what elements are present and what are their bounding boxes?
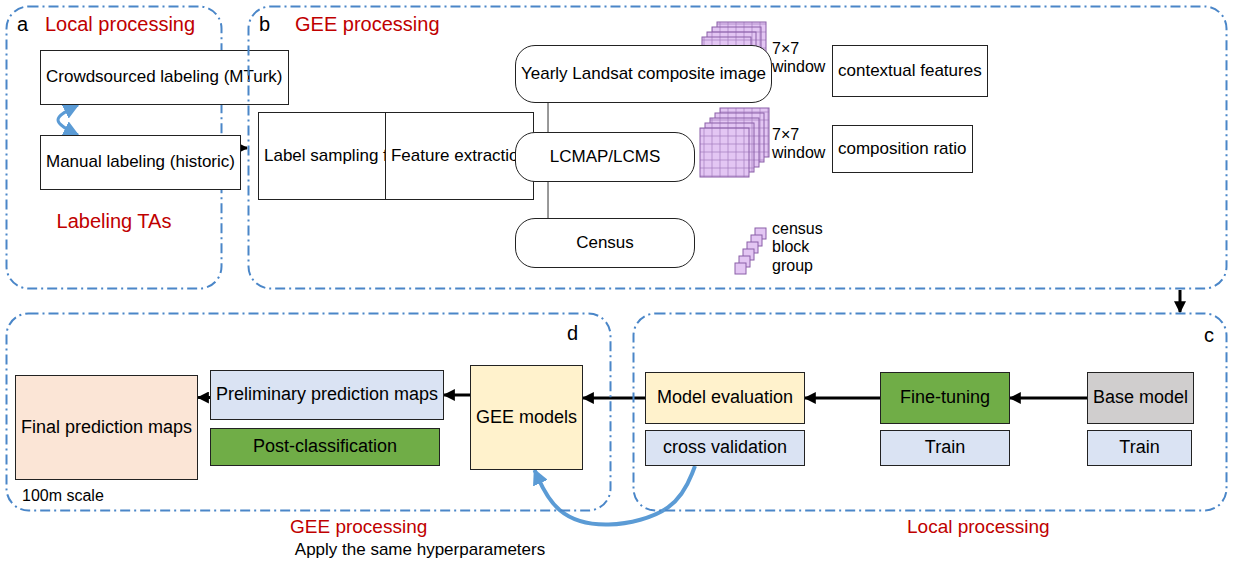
box-label: Post-classification [253,437,397,457]
feature-note: 7×7 window [772,126,830,163]
panel-region: Final prediction maps Preliminary predict… [5,312,612,512]
data-source-box: Census [515,218,695,268]
box-label: Manual labeling (historic) [46,153,235,172]
scale-note: 100m scale [22,487,132,505]
box-label: GEE models [476,408,577,428]
box-label: Train [1119,438,1159,458]
hyperparameter-arrow [535,466,695,525]
process-box: composition ratio [832,125,973,173]
flow-arrow [198,396,210,399]
panel-heading: GEE processing [290,517,427,538]
box-label: Crowdsourced labeling (MTurk) [46,68,283,87]
data-source-box: LCMAP/LCMS [515,132,695,182]
panel-letter: b [259,13,270,35]
box-label: composition ratio [838,140,967,159]
process-box: Fine-tuning [880,372,1010,424]
box-label: Final prediction maps [21,418,192,438]
flow-arrow [1010,397,1087,400]
box-label: Feature extraction [391,147,528,166]
process-box: Base model [1087,372,1194,424]
process-box: cross validation [645,430,805,466]
process-box: Feature extraction [385,112,534,200]
edge-label: Apply the same hyperparameters [265,540,575,560]
box-label: LCMAP/LCMS [550,148,661,167]
process-box: GEE models [470,365,583,470]
box-label: Train [925,438,965,458]
census-block-stack [735,228,766,274]
panel-heading: Local processing [907,517,1050,538]
box-label: Model evaluation [657,388,793,408]
flow-arrow [1179,290,1182,312]
panel-region: Model evaluation cross validation Fine-tun… [632,312,1228,512]
box-label: Preliminary prediction maps [216,385,438,405]
process-box: Final prediction maps [15,375,198,480]
box-label: Census [576,234,634,253]
panel-region: Label sampling from TAsFeature extractio… [247,5,1228,290]
flow-arrow [805,397,880,400]
grid-stack-lcmap [700,108,769,177]
panel-heading: Local processing [45,13,195,35]
process-box: Crowdsourced labeling (MTurk) [40,50,289,105]
process-box: Train [1087,430,1192,466]
panel-region: Crowdsourced labeling (MTurk)Manual labe… [5,5,223,290]
flow-arrow [583,397,645,400]
process-box: Train [880,430,1010,466]
process-box: contextual features [832,45,988,97]
box-label: cross validation [663,438,787,458]
flow-arrow [444,394,470,397]
process-box: Preliminary prediction maps [210,370,444,420]
box-label: Base model [1093,388,1188,408]
box-label: Yearly Landsat composite image [521,65,766,84]
process-box: Model evaluation [645,372,805,424]
panel-letter: a [17,13,28,35]
box-label: contextual features [838,62,982,81]
panel-letter: c [1204,324,1214,346]
panel-heading: Labeling TAs [5,210,223,232]
flow-arrow [58,105,78,135]
data-source-box: Yearly Landsat composite image [515,45,772,103]
feature-note: 7×7 window [772,40,830,77]
panel-heading: GEE processing [295,13,440,35]
process-box: Manual labeling (historic) [40,135,241,190]
box-label: Fine-tuning [900,388,990,408]
process-box: Post-classification [210,428,440,466]
panel-letter: d [567,322,578,344]
feature-note: census block group [772,220,834,275]
